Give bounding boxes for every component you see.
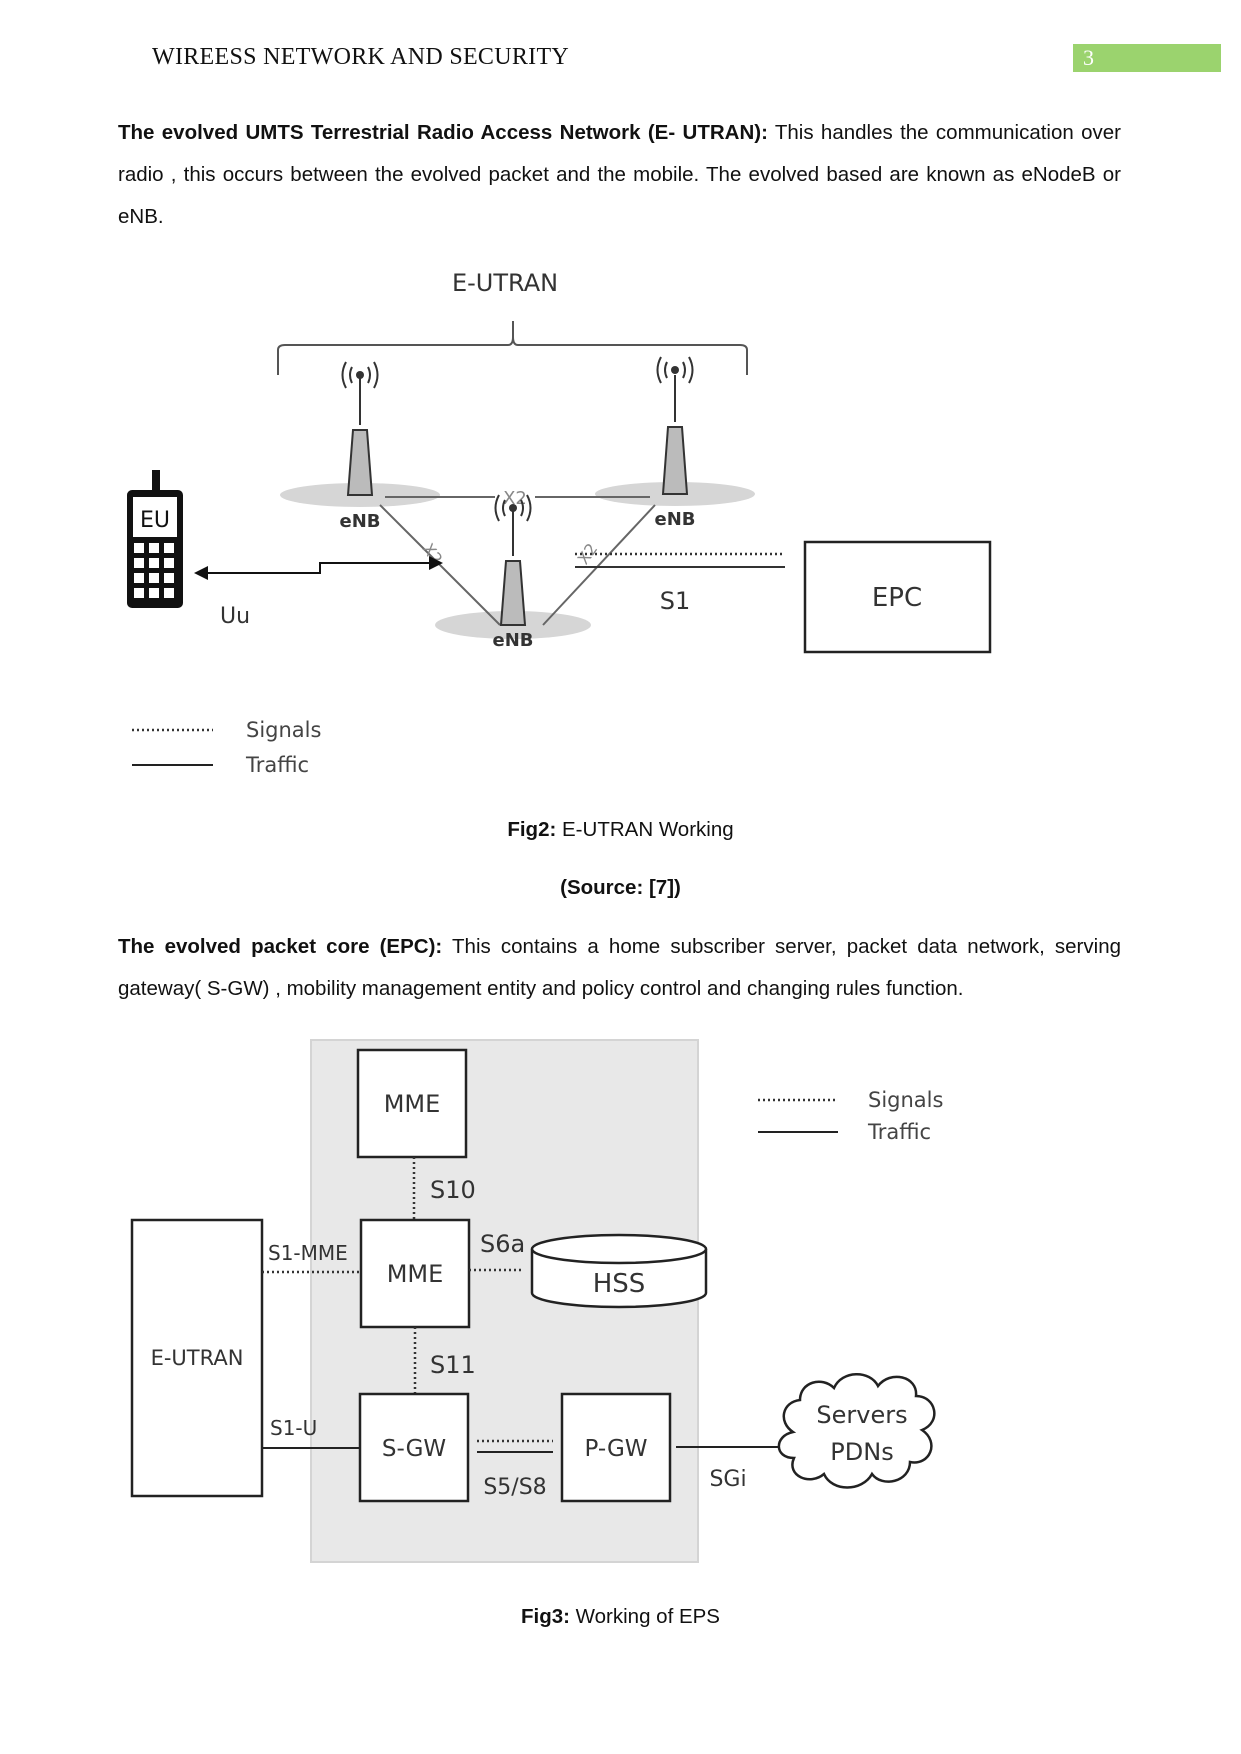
fig3-sgi-label: SGi: [709, 1467, 746, 1492]
fig2-x2-top: X2: [503, 488, 527, 509]
fig2-x2-left-line: [379, 504, 501, 626]
fig2-enb-left: eNB: [340, 511, 381, 532]
fig2-uu-arrow-right: [429, 556, 443, 570]
figure-eps-diagram: MME S10 MME E-UTRAN S1-MME S6a HSS S11 S…: [130, 1039, 943, 1563]
fig2-s1-label: S1: [660, 587, 691, 615]
fig2-legend-traffic: Traffic: [245, 753, 309, 777]
fig2-phone-icon: [127, 470, 183, 608]
fig2-title: E-UTRAN: [452, 269, 558, 297]
fig3-s1mme-label: S1-MME: [268, 1241, 348, 1265]
fig2-uu-link: [202, 562, 435, 574]
fig3-servers-label: Servers: [816, 1401, 907, 1429]
fig2-source: (Source: [7]): [0, 876, 1241, 900]
paragraph-eutran: The evolved UMTS Terrestrial Radio Acces…: [118, 112, 1121, 238]
fig3-eutran-label: E-UTRAN: [151, 1346, 244, 1370]
fig2-center-antenna-icon: [494, 494, 532, 626]
paragraph-eutran-lead: The evolved UMTS Terrestrial Radio Acces…: [118, 121, 768, 144]
fig3-sgw-box: [358, 1392, 470, 1503]
fig3-caption-lead: Fig3:: [521, 1605, 570, 1628]
fig3-pgw-label: P-GW: [584, 1436, 647, 1462]
fig2-brace: [277, 321, 748, 375]
fig3-s1u-label: S1-U: [270, 1416, 317, 1440]
fig3-mme-mid-label: MME: [387, 1260, 444, 1288]
page-number: 3: [1083, 45, 1094, 70]
fig3-mme-top-label: MME: [384, 1090, 441, 1118]
fig2-source-text: (Source: [7]): [560, 876, 681, 899]
fig2-x2-right-line: [542, 504, 656, 626]
fig2-right-antenna-icon: [656, 356, 694, 495]
fig2-left-antenna-icon: [341, 361, 379, 496]
fig3-mme-top-box: [356, 1048, 468, 1159]
fig3-caption-text: Working of EPS: [569, 1605, 720, 1628]
fig3-s11-label: S11: [430, 1351, 476, 1379]
fig3-servers-cloud-icon: [777, 1373, 936, 1489]
paragraph-epc-lead: The evolved packet core (EPC):: [118, 935, 443, 958]
fig2-eu-label: EU: [140, 508, 170, 533]
paragraph-epc-body: This contains a home subscriber server, …: [118, 935, 1121, 1000]
fig3-eutran-box: [130, 1218, 264, 1498]
running-header-title: WIREESS NETWORK AND SECURITY: [152, 44, 570, 70]
fig3-legend-signals: Signals: [868, 1088, 943, 1112]
paragraph-epc: The evolved packet core (EPC): This cont…: [118, 926, 1121, 1010]
paragraph-eutran-body: This handles the communication over radi…: [118, 121, 1121, 228]
fig2-uu-label: Uu: [220, 604, 250, 629]
fig3-legend-traffic: Traffic: [867, 1120, 931, 1144]
fig3-caption: Fig3: Working of EPS: [0, 1605, 1241, 1629]
fig2-x2-right: X2: [574, 540, 602, 568]
fig3-mme-mid-box: [359, 1218, 471, 1329]
fig2-enb-right: eNB: [655, 509, 696, 530]
fig3-s5s8-label: S5/S8: [483, 1475, 546, 1500]
fig3-pdns-label: PDNs: [830, 1438, 893, 1466]
fig2-epc-label: EPC: [872, 583, 922, 613]
fig2-caption-text: E-UTRAN Working: [556, 818, 734, 841]
page-number-badge: 3: [1073, 44, 1221, 72]
fig3-hss-label: HSS: [593, 1269, 646, 1299]
fig2-caption: Fig2: E-UTRAN Working: [0, 818, 1241, 842]
fig3-s6a-label: S6a: [480, 1230, 525, 1258]
fig3-pgw-box: [560, 1392, 672, 1503]
fig3-hss-cylinder: [530, 1233, 708, 1309]
fig3-s10-label: S10: [430, 1176, 476, 1204]
fig2-caption-lead: Fig2:: [507, 818, 557, 841]
fig2-enb-center: eNB: [493, 630, 534, 651]
fig2-epc-box: [803, 540, 992, 654]
fig2-legend-signals: Signals: [246, 718, 321, 742]
fig3-sgw-label: S-GW: [382, 1436, 446, 1462]
fig2-uu-arrow-left: [194, 566, 208, 580]
figure-eutran-diagram: E-UTRAN X2 X2 X2 eNB eNB: [127, 269, 992, 777]
